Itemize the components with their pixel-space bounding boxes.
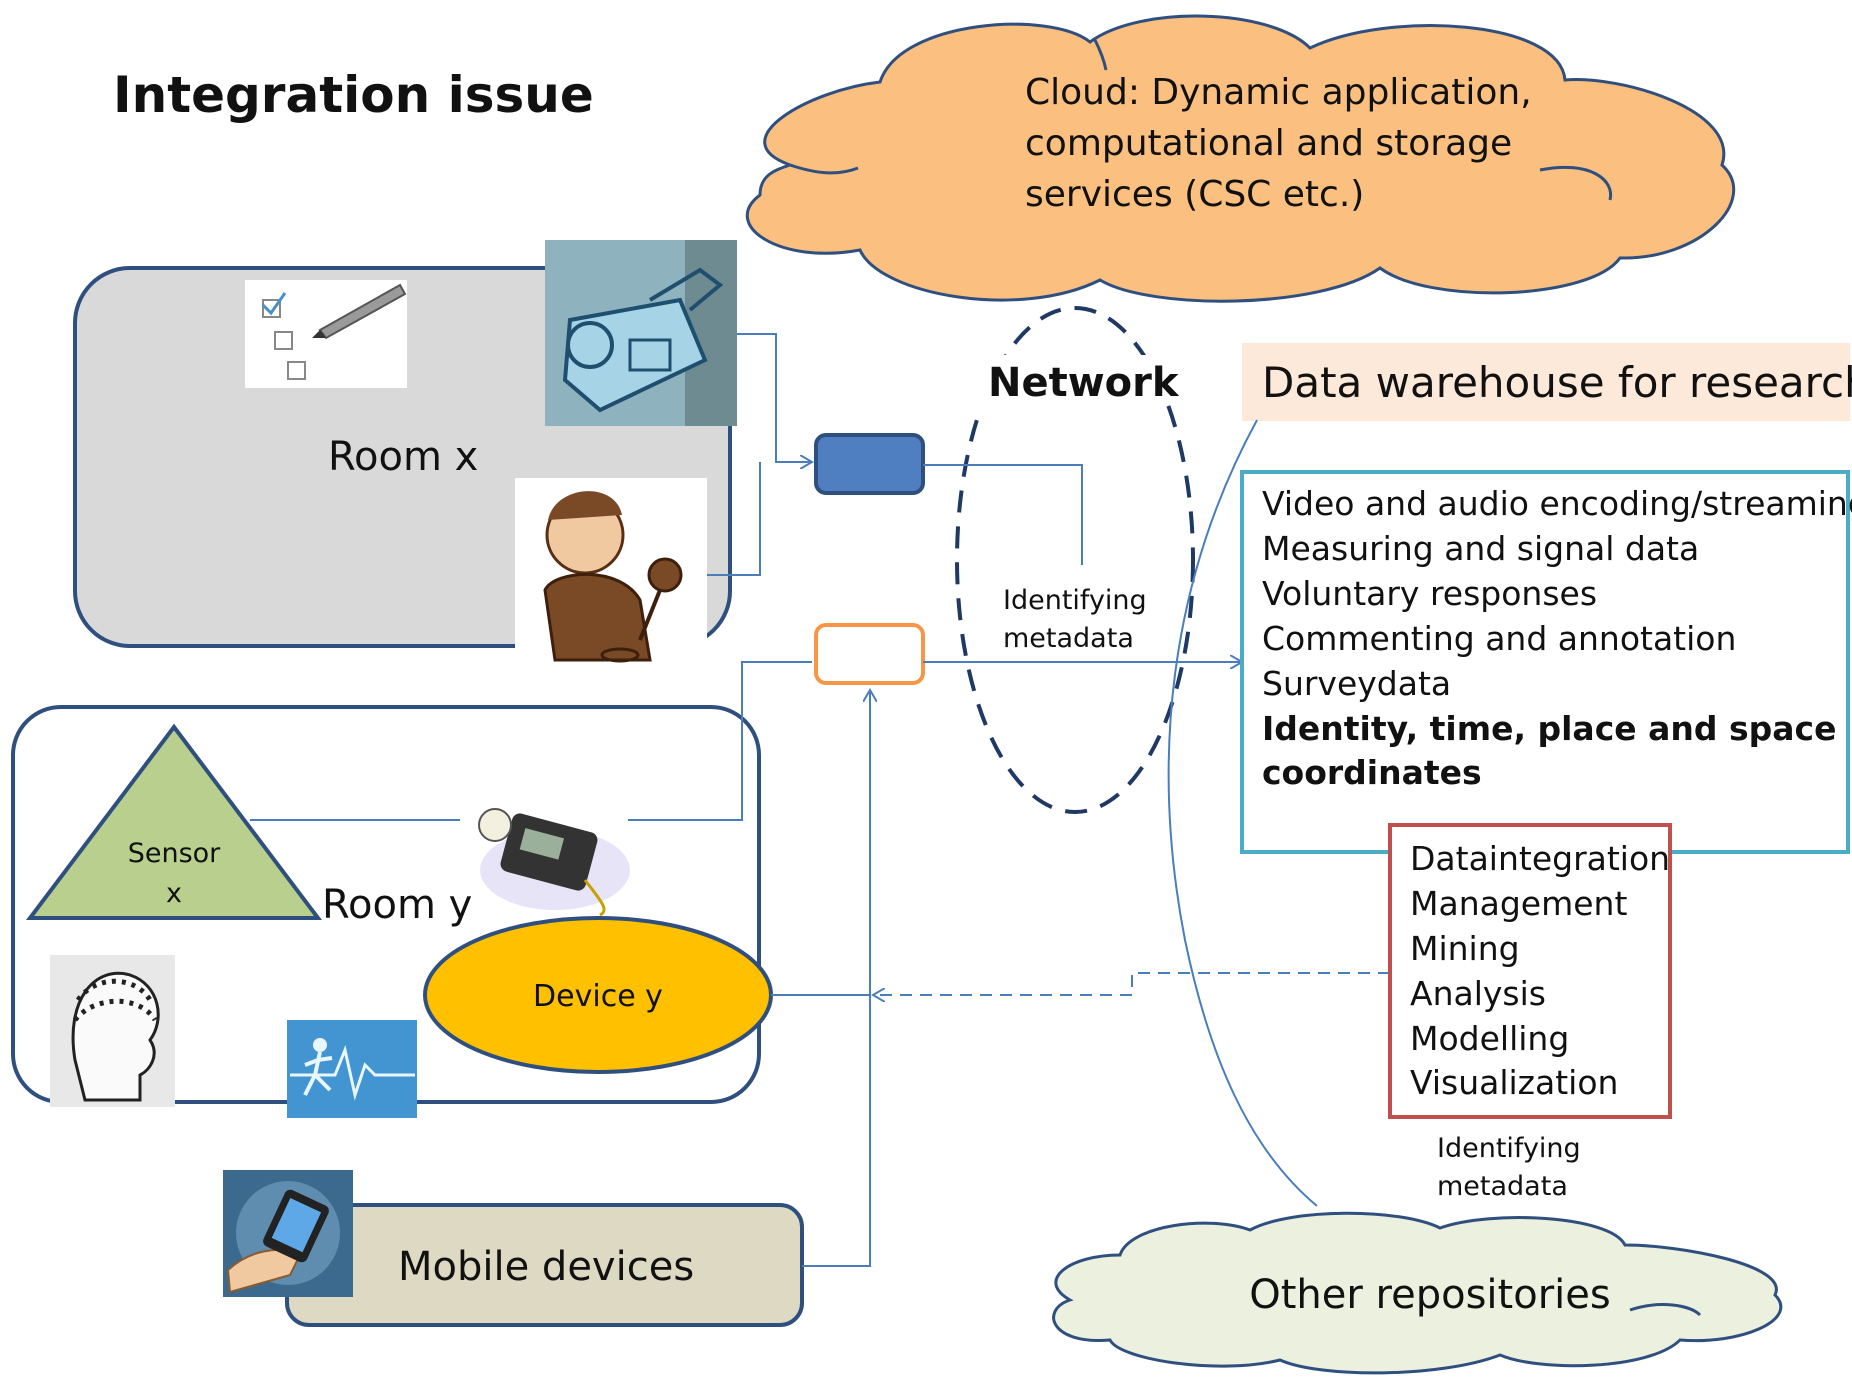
network-ellipse [955,306,1195,814]
page-title: Integration issue [113,66,594,124]
identifying-metadata-bottom-line-1: Identifying [1437,1133,1581,1164]
warehouse-content-box: Video and audio encoding/streaming Measu… [1240,470,1852,854]
cloud-text-line-2: computational and storage [1025,123,1512,164]
warehouse-item: Video and audio encoding/streaming [1262,484,1852,523]
processing-box: Dataintegration Management Mining Analys… [1388,823,1672,1119]
room-y-label: Room y [322,882,472,928]
processing-item: Visualization [1410,1063,1618,1102]
processing-item: Dataintegration [1410,839,1670,878]
warehouse-item: Measuring and signal data [1262,529,1699,568]
checklist-pen-icon [245,280,407,388]
identifying-metadata-center-line-2: metadata [1003,623,1134,654]
device-y: Device y [423,916,773,1074]
blue-hub-box [814,433,925,495]
sensor-label-line-1: Sensor [128,838,221,869]
warehouse-bold-line-2: coordinates [1262,753,1482,792]
mobile-devices: Mobile devices [285,1203,804,1327]
warehouse-item: Voluntary responses [1262,574,1597,613]
device-label: Device y [533,979,663,1014]
processing-item: Modelling [1410,1019,1569,1058]
eeg-cap-icon [50,955,175,1107]
light-meter-icon [478,808,630,917]
cloud-services: Cloud: Dynamic application, computationa… [745,14,1736,303]
orange-hub-box [814,623,925,685]
warehouse-item: Commenting and annotation [1262,619,1736,658]
sensor-label-line-2: x [166,878,182,909]
warehouse-bold-line-1: Identity, time, place and space [1262,709,1836,748]
running-heartbeat-icon [287,1020,417,1118]
processing-item: Mining [1410,929,1520,968]
warehouse-title: Data warehouse for research [1242,343,1852,421]
identifying-metadata-bottom-line-2: metadata [1437,1171,1568,1202]
warehouse-curve [1167,419,1318,1207]
repositories-label: Other repositories [1249,1272,1610,1318]
processing-item: Management [1410,884,1627,923]
other-repositories-cloud: Other repositories [1052,1211,1783,1375]
warehouse-title-text: Data warehouse for research [1262,358,1852,407]
network-label: Network [988,360,1180,406]
connectors [250,333,1390,1267]
cloud-text-line-3: services (CSC etc.) [1025,174,1364,215]
room-x-label: Room x [328,434,478,480]
sensor-x: Sensor x [25,723,323,920]
mobile-label: Mobile devices [398,1244,694,1290]
processing-item: Analysis [1410,974,1546,1013]
warehouse-item: Surveydata [1262,664,1451,703]
cartoon-reporter-icon [515,478,707,670]
smartphone-hand-icon [223,1170,353,1297]
video-camera-icon [545,240,737,426]
identifying-metadata-center-line-1: Identifying [1003,585,1147,616]
cloud-text-line-1: Cloud: Dynamic application, [1025,72,1532,113]
